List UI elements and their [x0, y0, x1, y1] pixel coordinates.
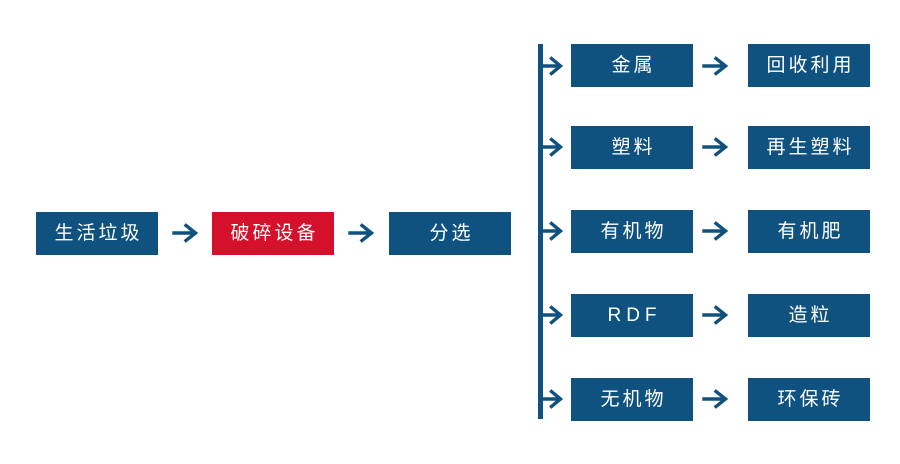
- node-塑料[interactable]: 塑料: [571, 126, 693, 169]
- arrow-right-icon-branch-4: [702, 303, 732, 327]
- node-破碎设备[interactable]: 破碎设备: [212, 212, 334, 255]
- arrow-right-icon-branch-2: [702, 135, 732, 159]
- node-回收利用[interactable]: 回收利用: [748, 44, 870, 87]
- node-RDF[interactable]: RDF: [571, 294, 693, 337]
- branch-arrow-right-icon-3: [541, 219, 567, 243]
- branch-arrow-right-icon-4: [541, 303, 567, 327]
- arrow-right-icon-main-2: [348, 221, 378, 245]
- arrow-right-icon-branch-3: [702, 219, 732, 243]
- node-金属[interactable]: 金属: [571, 44, 693, 87]
- node-再生塑料[interactable]: 再生塑料: [748, 126, 870, 169]
- node-分选[interactable]: 分选: [389, 212, 511, 255]
- branch-arrow-right-icon-2: [541, 135, 567, 159]
- node-有机肥[interactable]: 有机肥: [748, 210, 870, 253]
- node-无机物[interactable]: 无机物: [571, 378, 693, 421]
- arrow-right-icon-branch-1: [702, 54, 732, 78]
- node-生活垃圾[interactable]: 生活垃圾: [36, 212, 158, 255]
- node-环保砖[interactable]: 环保砖: [748, 378, 870, 421]
- branch-arrow-right-icon-1: [541, 54, 567, 78]
- node-造粒[interactable]: 造粒: [748, 294, 870, 337]
- branch-arrow-right-icon-5: [541, 387, 567, 411]
- node-有机物[interactable]: 有机物: [571, 210, 693, 253]
- arrow-right-icon-main-1: [172, 221, 202, 245]
- arrow-right-icon-branch-5: [702, 387, 732, 411]
